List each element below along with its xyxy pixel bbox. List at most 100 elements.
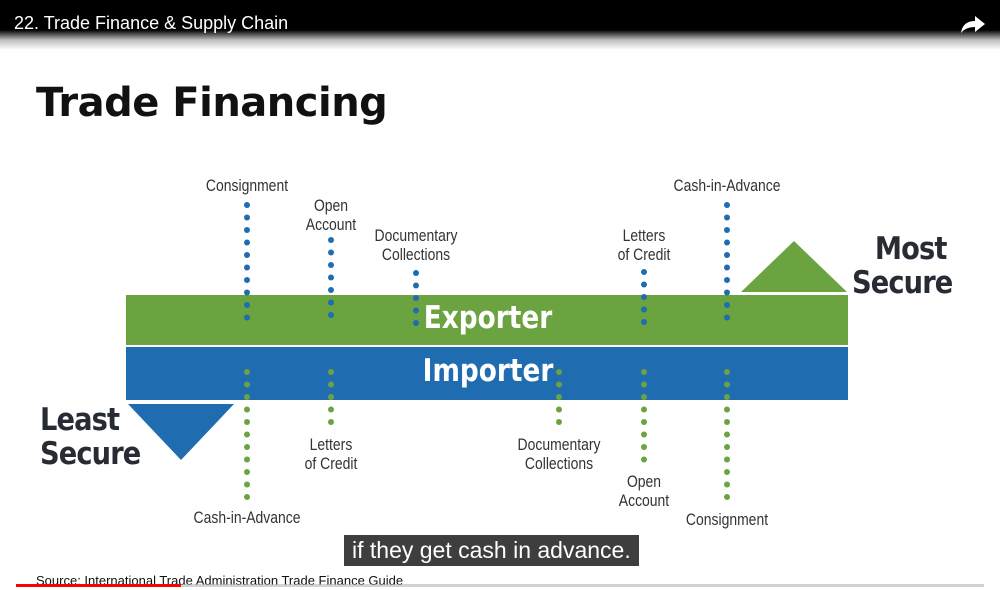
most-secure-line-2: Secure bbox=[852, 265, 953, 301]
dot bbox=[724, 289, 730, 296]
importer-method-letters-of-credit-line: Letters bbox=[309, 435, 353, 454]
dot bbox=[641, 306, 647, 313]
dot bbox=[244, 239, 250, 246]
dot bbox=[641, 319, 647, 325]
importer-method-letters-of-credit-line: of Credit bbox=[304, 454, 358, 473]
dot bbox=[413, 295, 419, 301]
dot bbox=[328, 237, 334, 243]
subtitle-caption: if they get cash in advance. bbox=[344, 535, 639, 566]
dot bbox=[641, 269, 647, 275]
video-progress-fill bbox=[16, 584, 181, 587]
dot bbox=[328, 394, 334, 400]
dot bbox=[328, 369, 334, 375]
video-progress-bar[interactable] bbox=[16, 584, 984, 587]
dot bbox=[244, 302, 250, 308]
dot bbox=[641, 419, 647, 425]
exporter-method-documentary-collections-line: Collections bbox=[381, 245, 451, 264]
dot bbox=[724, 406, 730, 413]
exporter-method-letters-of-credit-line: of Credit bbox=[617, 245, 671, 264]
share-arrow-icon[interactable] bbox=[960, 14, 986, 34]
importer-method-documentary-collections-line: Documentary bbox=[517, 435, 601, 454]
dot bbox=[244, 369, 250, 375]
dot bbox=[244, 419, 250, 425]
exporter-method-cash-in-advance: Cash-in-Advance bbox=[674, 176, 781, 195]
exporter-dotted-line-documentary-collections bbox=[413, 270, 419, 326]
importer-method-consignment: Consignment bbox=[686, 510, 768, 529]
importer-dotted-line-cash-in-advance bbox=[244, 369, 250, 500]
video-top-bar: 22. Trade Finance & Supply Chain bbox=[0, 0, 1000, 50]
dot bbox=[724, 381, 730, 388]
dot bbox=[724, 369, 730, 375]
dot bbox=[641, 394, 647, 400]
dot bbox=[641, 406, 647, 413]
exporter-dotted-line-open-account bbox=[328, 237, 334, 318]
dot bbox=[724, 394, 730, 400]
dot bbox=[244, 227, 250, 233]
dot bbox=[724, 444, 730, 450]
dot bbox=[244, 214, 250, 221]
dot bbox=[724, 202, 730, 208]
video-title[interactable]: 22. Trade Finance & Supply Chain bbox=[14, 13, 289, 33]
dot bbox=[724, 277, 730, 283]
dot bbox=[724, 419, 730, 425]
dot bbox=[328, 249, 334, 256]
dot bbox=[641, 381, 647, 388]
dot bbox=[724, 302, 730, 308]
importer-dotted-line-open-account bbox=[641, 369, 647, 463]
dot bbox=[641, 444, 647, 450]
dot bbox=[244, 289, 250, 296]
exporter-method-cash-in-advance-line: Cash-in-Advance bbox=[673, 176, 781, 195]
dot bbox=[328, 262, 334, 268]
least-secure-label: Least Secure bbox=[40, 403, 141, 472]
dot bbox=[724, 227, 730, 233]
dot bbox=[724, 481, 730, 488]
exporter-method-open-account-line: Open bbox=[313, 196, 349, 215]
dot bbox=[724, 456, 730, 463]
dot bbox=[328, 406, 334, 413]
least-secure-line-2: Secure bbox=[40, 436, 141, 472]
dot bbox=[641, 431, 647, 438]
most-secure-triangle bbox=[741, 241, 847, 292]
dot bbox=[724, 494, 730, 500]
importer-method-open-account-line: Account bbox=[618, 491, 670, 510]
dot bbox=[724, 214, 730, 221]
dot bbox=[244, 252, 250, 258]
exporter-dotted-line-cash-in-advance bbox=[724, 202, 730, 321]
dot bbox=[244, 381, 250, 388]
dot bbox=[244, 431, 250, 438]
exporter-method-consignment: Consignment bbox=[206, 176, 288, 195]
exporter-method-documentary-collections-line: Documentary bbox=[374, 226, 458, 245]
exporter-dotted-line-letters-of-credit bbox=[641, 269, 647, 325]
dot bbox=[724, 264, 730, 271]
dot bbox=[244, 456, 250, 463]
dot bbox=[413, 320, 419, 326]
dot bbox=[724, 431, 730, 438]
dot bbox=[328, 419, 334, 425]
dot bbox=[641, 294, 647, 300]
dot bbox=[244, 277, 250, 283]
importer-method-documentary-collections-line: Collections bbox=[524, 454, 594, 473]
dot bbox=[641, 369, 647, 375]
dot bbox=[244, 494, 250, 500]
dot bbox=[556, 394, 562, 400]
most-secure-line-1: Most bbox=[874, 231, 948, 267]
least-secure-triangle bbox=[128, 404, 234, 460]
slide-title: Trade Financing bbox=[36, 80, 388, 126]
importer-dotted-line-letters-of-credit bbox=[328, 369, 334, 425]
importer-method-consignment-line: Consignment bbox=[685, 510, 769, 529]
dot bbox=[244, 469, 250, 475]
dot bbox=[413, 282, 419, 289]
dot bbox=[244, 406, 250, 413]
importer-method-cash-in-advance: Cash-in-Advance bbox=[194, 508, 301, 527]
importer-label: Importer bbox=[422, 353, 554, 389]
dot bbox=[724, 314, 730, 321]
importer-dotted-line-consignment bbox=[724, 369, 730, 500]
dot bbox=[328, 287, 334, 293]
dot bbox=[641, 281, 647, 288]
dot bbox=[328, 274, 334, 281]
